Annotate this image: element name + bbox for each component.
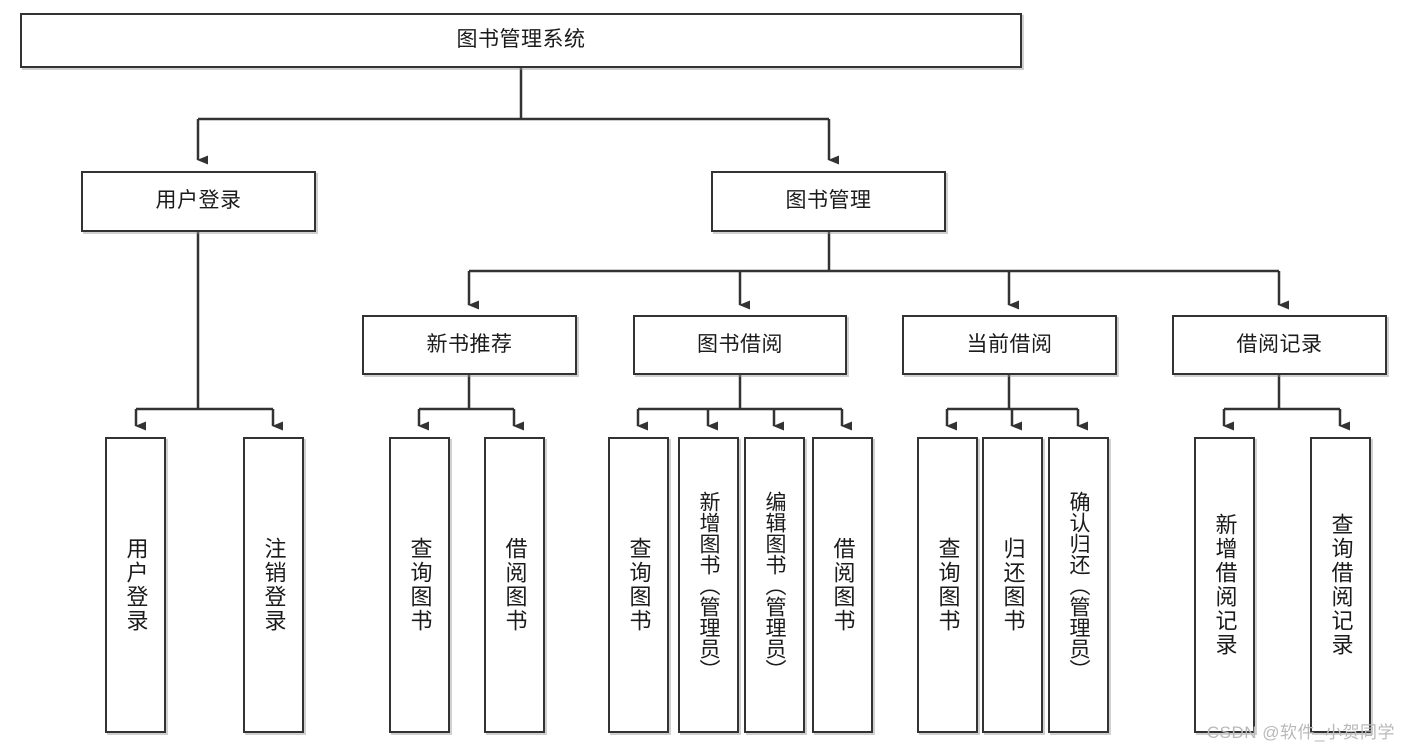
node-leaf-logout[interactable]: 注销登录 [243, 437, 304, 733]
node-label: 图书借阅 [697, 332, 783, 356]
node-leaf-return-book[interactable]: 归还图书 [982, 437, 1043, 733]
node-label: 借阅图书 [502, 537, 528, 633]
node-leaf-edit-book[interactable]: 编辑图书（管理员） [744, 437, 805, 733]
watermark-text: CSDN @软件_小贺同学 [1206, 723, 1395, 742]
node-root-title[interactable]: 图书管理系统 [20, 13, 1022, 68]
node-current-borrow[interactable]: 当前借阅 [902, 315, 1117, 375]
node-user-login[interactable]: 用户登录 [81, 171, 316, 232]
node-label: 确认归还（管理员） [1067, 490, 1090, 680]
node-leaf-add-book[interactable]: 新增图书（管理员） [678, 437, 739, 733]
node-label: 图书管理 [785, 189, 872, 213]
node-book-borrow[interactable]: 图书借阅 [633, 315, 847, 375]
node-new-book-recommend[interactable]: 新书推荐 [362, 315, 577, 375]
node-label: 图书管理系统 [456, 28, 586, 52]
node-label: 借阅记录 [1236, 332, 1323, 356]
node-label: 用户登录 [123, 537, 149, 633]
node-book-management[interactable]: 图书管理 [711, 171, 946, 232]
node-label: 借阅图书 [830, 537, 856, 633]
node-label: 查询图书 [935, 537, 961, 633]
node-label: 查询借阅记录 [1328, 513, 1354, 657]
node-label: 用户登录 [155, 189, 242, 213]
node-label: 注销登录 [261, 537, 287, 633]
node-leaf-query-book-2[interactable]: 查询图书 [608, 437, 669, 733]
node-label: 编辑图书（管理员） [763, 490, 786, 680]
node-label: 查询图书 [626, 537, 652, 633]
node-label: 新增借阅记录 [1212, 513, 1238, 657]
node-leaf-query-book-3[interactable]: 查询图书 [917, 437, 978, 733]
node-leaf-query-record[interactable]: 查询借阅记录 [1310, 437, 1371, 733]
node-borrow-record[interactable]: 借阅记录 [1172, 315, 1387, 375]
node-leaf-borrow-book-1[interactable]: 借阅图书 [484, 437, 545, 733]
node-leaf-confirm-return[interactable]: 确认归还（管理员） [1048, 437, 1109, 733]
node-label: 新书推荐 [426, 332, 513, 356]
node-label: 当前借阅 [966, 332, 1053, 356]
node-label: 归还图书 [1000, 537, 1026, 633]
node-label: 查询图书 [407, 537, 433, 633]
node-leaf-borrow-book-2[interactable]: 借阅图书 [812, 437, 873, 733]
node-leaf-query-book-1[interactable]: 查询图书 [389, 437, 450, 733]
node-leaf-user-login[interactable]: 用户登录 [105, 437, 166, 733]
node-label: 新增图书（管理员） [697, 490, 720, 680]
node-leaf-add-record[interactable]: 新增借阅记录 [1194, 437, 1255, 733]
